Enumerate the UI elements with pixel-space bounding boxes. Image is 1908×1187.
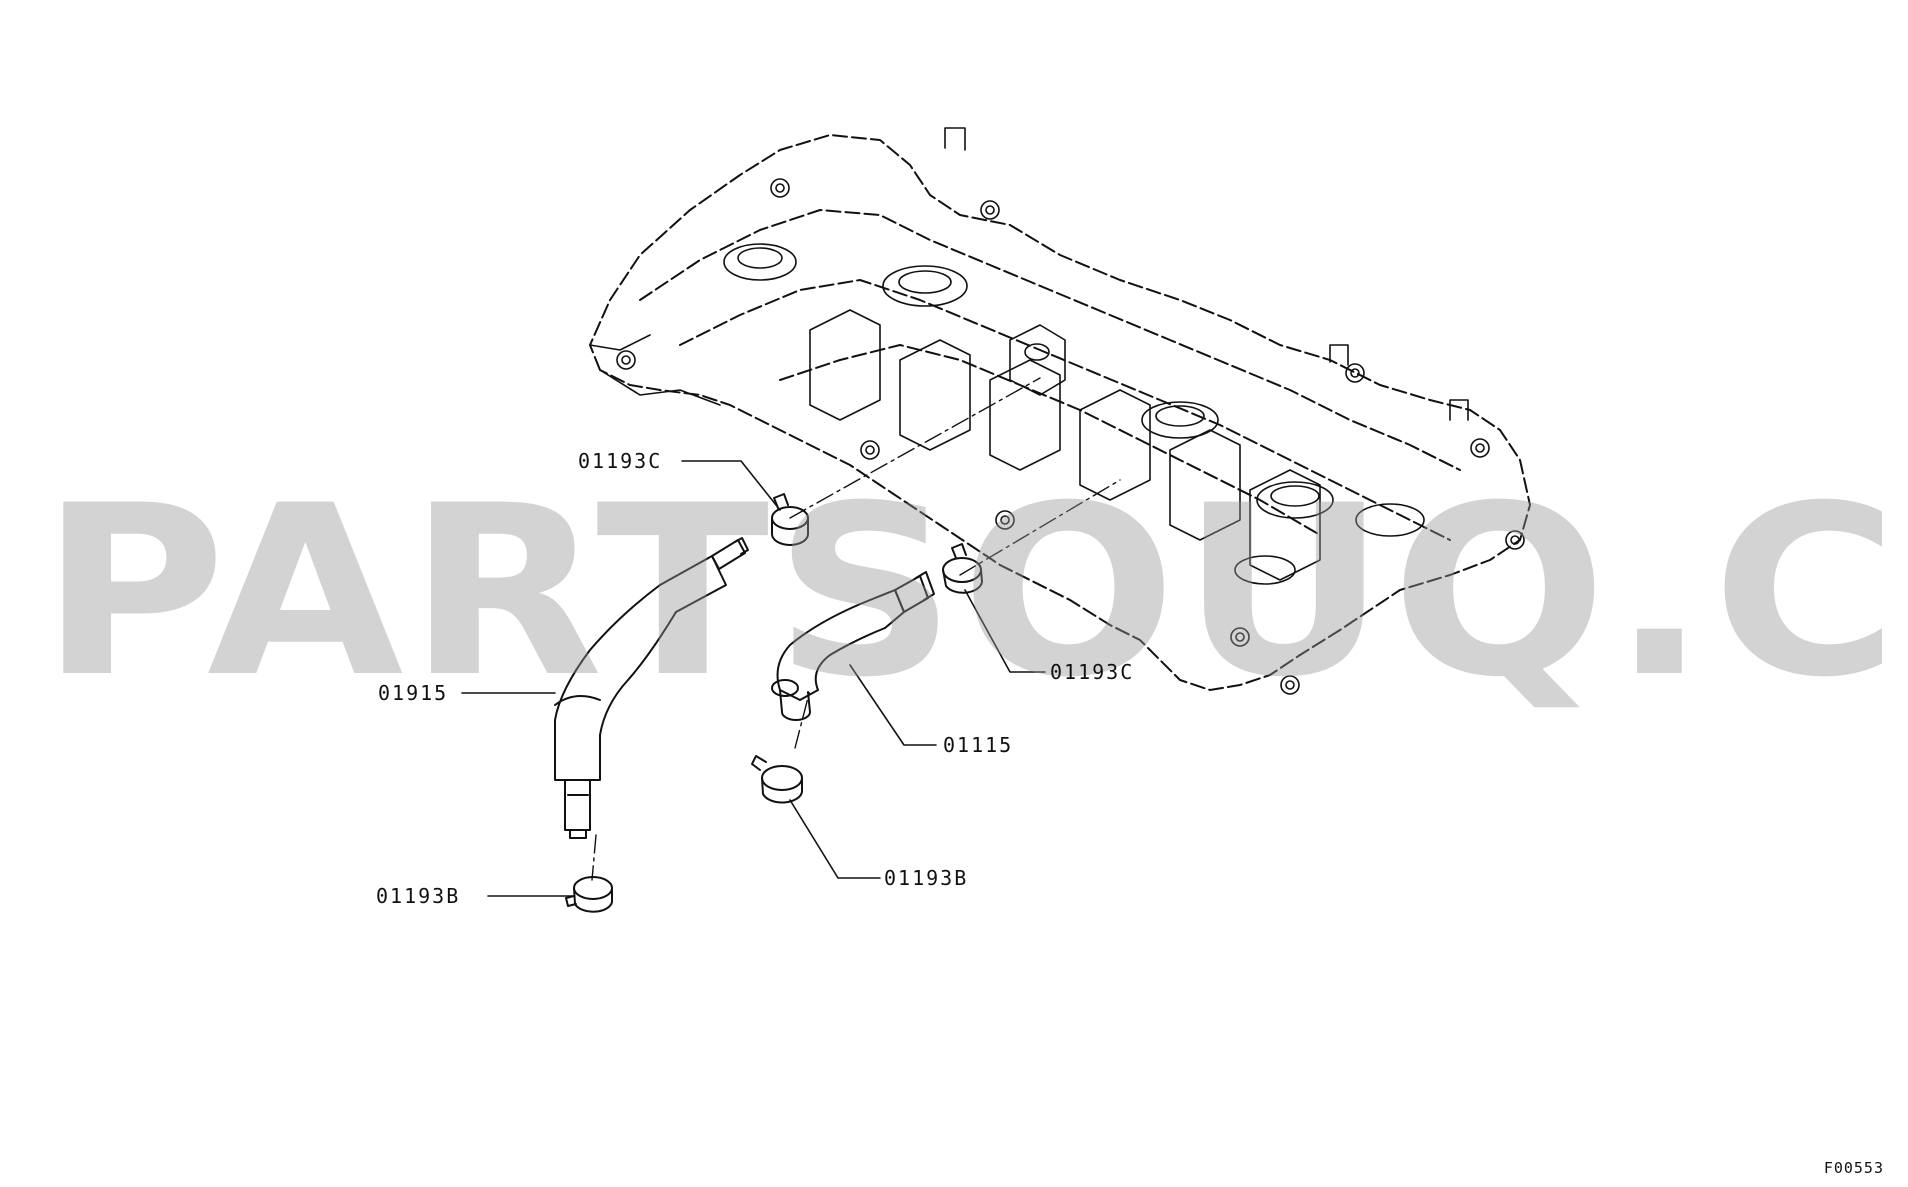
callout-clamp-01193c-right: 01193C (1050, 660, 1135, 684)
callout-clamp-01193b-right: 01193B (884, 866, 969, 890)
clamp-01193c-top (771, 493, 809, 546)
clamp-01193c-right (942, 543, 983, 594)
callout-hose-01115: 01115 (943, 733, 1014, 757)
cylinder-head-details (589, 127, 1525, 695)
callout-clamp-01193b-left: 01193B (376, 884, 461, 908)
callout-hose-01915: 01915 (378, 681, 449, 705)
hose-01915 (554, 537, 749, 839)
callout-clamp-01193c-top: 01193C (578, 449, 663, 473)
leader-lines (461, 460, 1046, 897)
clamp-01193b-left (565, 876, 613, 913)
clamp-01193b-right (751, 755, 803, 804)
hose-01115 (771, 571, 935, 721)
assembly-lines (591, 377, 1121, 881)
figure-id: F00553 (1823, 1159, 1884, 1177)
cylinder-head-assembly (589, 134, 1531, 691)
